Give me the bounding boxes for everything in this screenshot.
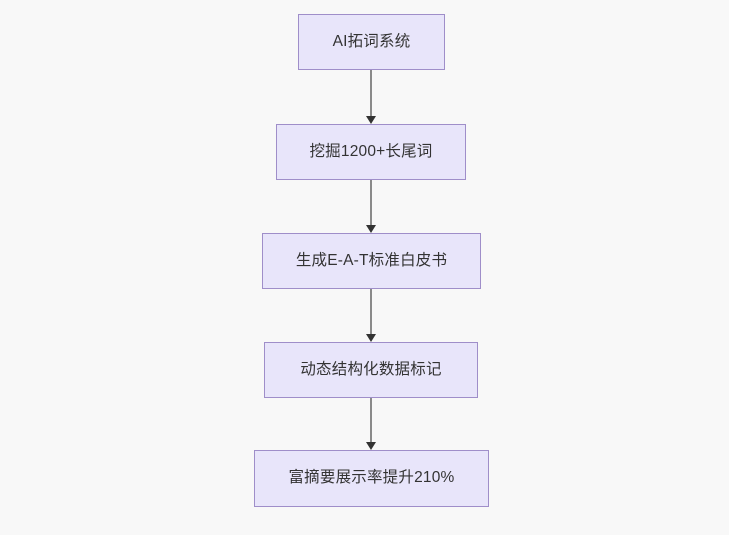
- flowchart-node-label: 生成E-A-T标准白皮书: [295, 251, 448, 269]
- connector-arrowhead-2: [366, 225, 376, 233]
- flowchart-node-label: 挖掘1200+长尾词: [309, 142, 433, 160]
- connector-arrowhead-3: [366, 334, 376, 342]
- flowchart-node-label: 富摘要展示率提升210%: [288, 469, 455, 487]
- flowchart-node-ai-keyword-system[interactable]: AI拓词系统: [298, 14, 445, 70]
- connector-line-4: [370, 398, 372, 442]
- flowchart-node-dynamic-structured-data-markup[interactable]: 动态结构化数据标记: [264, 342, 478, 398]
- connector-line-1: [370, 70, 372, 116]
- flowchart-node-label: 动态结构化数据标记: [300, 360, 442, 378]
- flowchart-node-label: AI拓词系统: [332, 32, 411, 50]
- flowchart-node-generate-eat-whitepaper[interactable]: 生成E-A-T标准白皮书: [262, 233, 481, 289]
- flowchart-node-mine-longtail-keywords[interactable]: 挖掘1200+长尾词: [276, 124, 466, 180]
- connector-arrowhead-1: [366, 116, 376, 124]
- connector-line-2: [370, 180, 372, 225]
- connector-arrowhead-4: [366, 442, 376, 450]
- connector-line-3: [370, 289, 372, 334]
- flowchart-node-rich-snippet-impression-uplift[interactable]: 富摘要展示率提升210%: [254, 450, 489, 507]
